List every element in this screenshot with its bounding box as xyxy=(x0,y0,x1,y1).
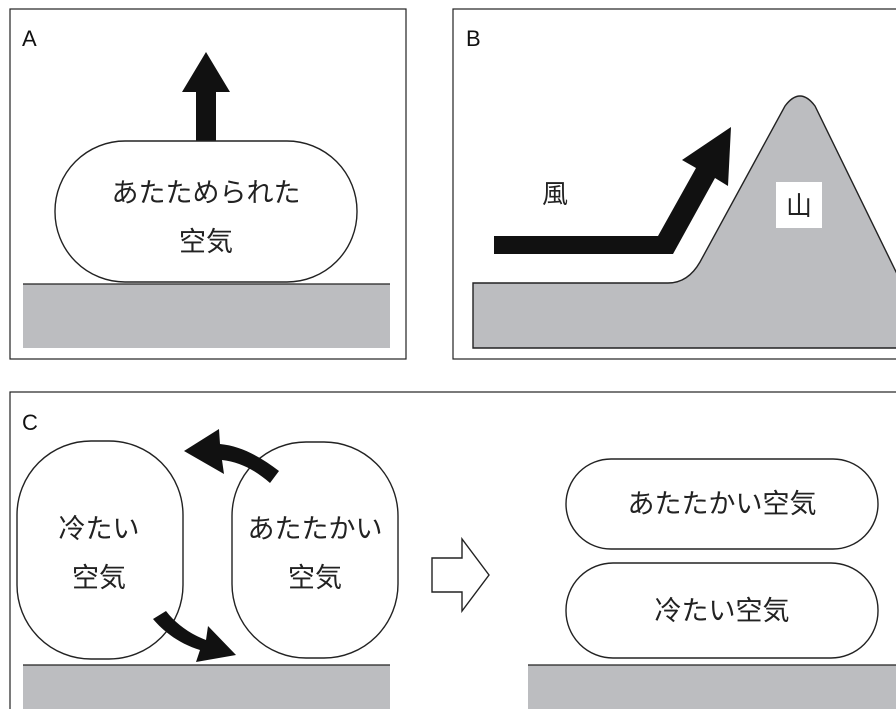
wind-arrow-icon xyxy=(494,127,731,254)
cold-air-text-line1: 冷たい xyxy=(59,514,140,545)
panel-b-label: B xyxy=(466,26,481,51)
result-cold-air-text: 冷たい空気 xyxy=(655,596,790,627)
result-cold-air-bubble xyxy=(565,562,879,659)
mountain-label-box xyxy=(776,182,822,228)
warm-air-text-line1: あたためられた xyxy=(112,178,301,209)
up-arrow-icon xyxy=(182,52,230,145)
wind-label: 風 xyxy=(542,180,568,210)
result-warm-air-text: あたたかい空気 xyxy=(628,489,817,520)
panel-c-left-ground xyxy=(23,665,390,709)
hollow-right-arrow-icon xyxy=(431,536,490,614)
warm-air-text-line2: 空気 xyxy=(179,227,233,258)
curved-arrow-icon xyxy=(184,429,279,483)
warm-air-pill-text-line2: 空気 xyxy=(288,563,342,594)
panel-a-ground xyxy=(23,284,390,348)
warm-air-pill xyxy=(231,441,399,659)
panel-c-right-ground xyxy=(528,665,896,709)
warm-air-pill-text-line1: あたたかい xyxy=(248,514,383,545)
panel-a: A あたためられた 空気 xyxy=(9,8,407,360)
panel-c-label: C xyxy=(22,410,38,435)
panel-a-label: A xyxy=(22,26,37,51)
result-warm-air-bubble xyxy=(565,458,879,550)
mountain-label: 山 xyxy=(786,192,812,222)
mountain-and-ground xyxy=(472,95,896,349)
curved-arrow-icon xyxy=(153,611,236,662)
panel-c: C 冷たい 空気 あたたかい 空気 あたたかい空気 冷たい空気 xyxy=(9,391,896,709)
cold-air-text-line2: 空気 xyxy=(72,563,126,594)
warm-air-bubble xyxy=(54,140,358,283)
cold-air-bubble xyxy=(16,440,184,660)
panel-b: B 風 山 xyxy=(452,8,896,360)
